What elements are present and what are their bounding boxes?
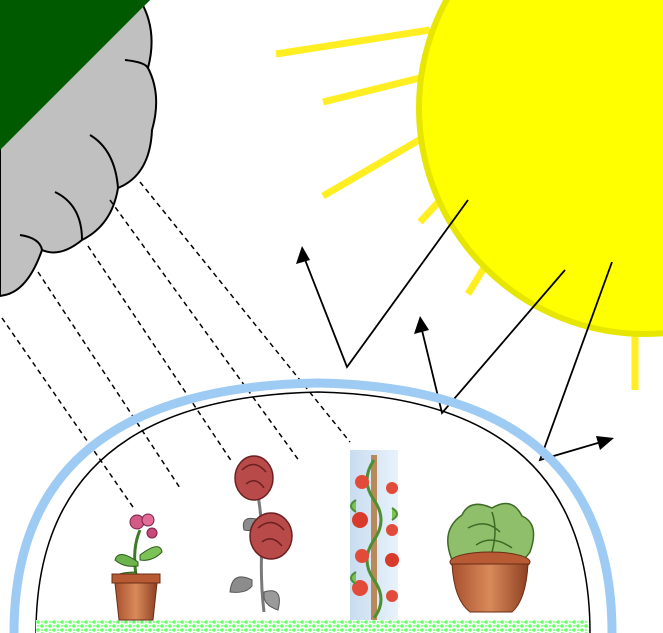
- potted-lettuce: [448, 504, 534, 613]
- cloud: [0, 0, 156, 296]
- potted-flower: [112, 514, 162, 620]
- ground: [36, 620, 588, 633]
- sun: [419, 0, 663, 334]
- rose: [230, 456, 292, 612]
- tomato-vine: [350, 450, 399, 620]
